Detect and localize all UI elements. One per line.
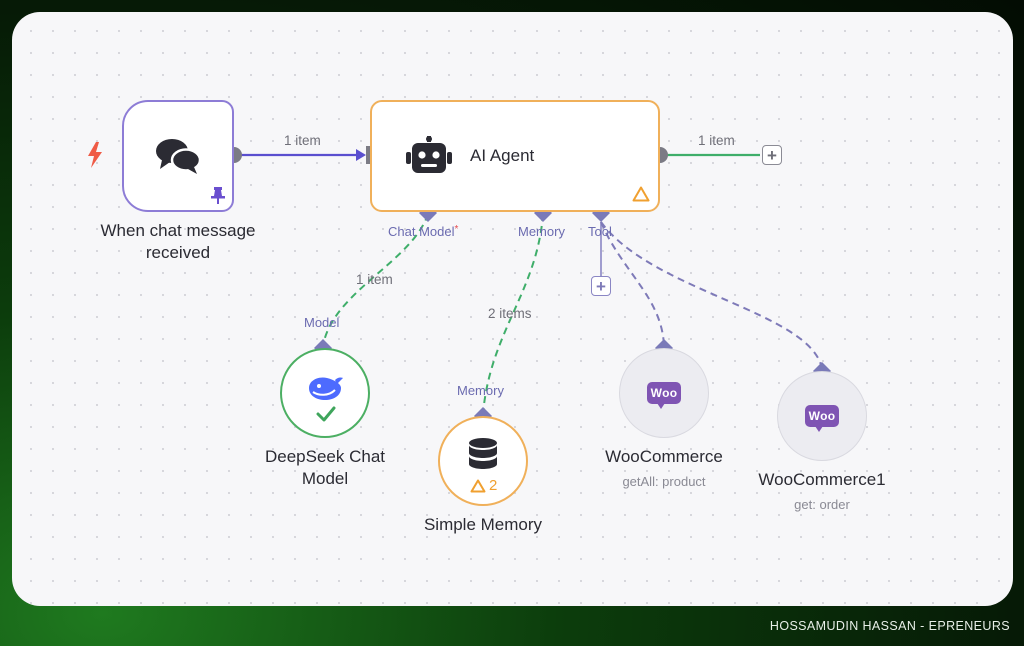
agent-title: AI Agent (470, 146, 535, 165)
deepseek-label-line2: Model (301, 469, 349, 488)
add-tool-button[interactable]: + (591, 276, 611, 296)
footer-credit: HOSSAMUDIN HASSAN - EPRENEURS (769, 619, 1010, 633)
trigger-label-line2: received (145, 243, 211, 262)
add-node-output-button[interactable]: + (762, 145, 782, 165)
warning-icon (470, 479, 486, 492)
trigger-label-line1: When chat message (100, 221, 256, 240)
node-deepseek-chat-model[interactable] (280, 348, 370, 438)
trigger-bolt-icon (88, 142, 102, 168)
edge-label-chat-model: 1 item (356, 272, 393, 287)
woo1-label: WooCommerce (605, 447, 723, 466)
node-simple-memory[interactable]: 2 (438, 416, 528, 506)
port-chat-model-text: Chat Model (388, 224, 455, 239)
deepseek-label-line1: DeepSeek Chat (264, 447, 386, 466)
port-label-tool: Tool (588, 224, 612, 239)
pin-icon[interactable] (210, 186, 226, 204)
woo2-sublabel: get: order (794, 497, 850, 512)
connection-tool-woo1[interactable] (600, 221, 665, 347)
chat-bubbles-icon (156, 139, 202, 174)
success-check-icon (316, 406, 336, 422)
connection-tool-woo2[interactable] (600, 221, 823, 370)
node-woocommerce[interactable]: Woo (619, 348, 709, 438)
edge-label-trigger-agent: 1 item (284, 133, 321, 148)
connection-arrow (356, 149, 366, 161)
warning-icon[interactable] (632, 186, 650, 202)
required-marker: * (454, 224, 459, 235)
deepseek-whale-icon (309, 377, 343, 400)
deepseek-label: DeepSeek Chat Model (230, 446, 420, 490)
memory-warning-count: 2 (489, 477, 498, 494)
woo2-label: WooCommerce1 (758, 470, 886, 489)
node-chat-trigger[interactable] (122, 100, 234, 212)
trigger-label: When chat message received (78, 220, 278, 264)
woocommerce-logo-icon: Woo (805, 405, 839, 432)
node-woocommerce1[interactable]: Woo (777, 371, 867, 461)
connection-memory[interactable] (482, 213, 544, 415)
input-label-model: Model (304, 315, 340, 330)
edge-label-agent-output: 1 item (698, 133, 735, 148)
workflow-canvas[interactable]: When chat message received 1 item AI Age… (12, 12, 1013, 606)
connection-chat-model[interactable] (322, 213, 429, 347)
edge-label-memory: 2 items (488, 306, 532, 321)
port-label-chat-model: Chat Model* (388, 224, 458, 239)
memory-warning[interactable]: 2 (470, 477, 497, 494)
woo1-sublabel: getAll: product (622, 474, 706, 489)
port-label-memory: Memory (518, 224, 565, 239)
woocommerce-logo-icon: Woo (647, 382, 681, 409)
node-ai-agent[interactable]: AI Agent (370, 100, 660, 212)
memory-label: Simple Memory (423, 515, 543, 534)
robot-icon (406, 136, 452, 173)
database-icon (469, 438, 497, 469)
input-label-memory: Memory (457, 383, 504, 398)
